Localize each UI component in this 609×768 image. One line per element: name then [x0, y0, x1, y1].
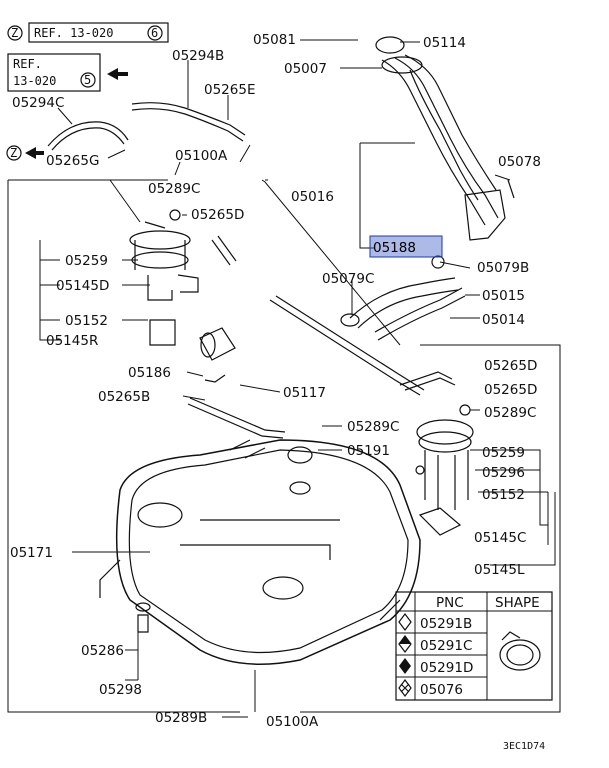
diagram-text: 05076 [420, 682, 463, 698]
part-label-l05265B[interactable]: 05265B [98, 389, 150, 405]
part-label-l05117[interactable]: 05117 [283, 385, 326, 401]
part-label-l05265G[interactable]: 05265G [46, 153, 99, 169]
fuel-pump-right[interactable] [415, 404, 474, 536]
diagram-text: REF. 13-020 [34, 26, 113, 40]
diagram-text: 5 [84, 73, 91, 87]
ref-top-box[interactable]: Z REF. 13-020 6 [7, 22, 169, 43]
fuel-tank[interactable] [99, 439, 421, 665]
part-label-l05145L[interactable]: 05145L [474, 562, 525, 578]
part-label-l05171[interactable]: 05171 [10, 545, 53, 561]
part-label-l05298[interactable]: 05298 [99, 682, 142, 698]
part-label-l05265E[interactable]: 05265E [204, 82, 255, 98]
part-label-l05289C_c[interactable]: 05289C [347, 419, 399, 435]
part-label-l05114[interactable]: 05114 [423, 35, 466, 51]
arrow-left-icon [107, 68, 128, 80]
part-label-l05294B[interactable]: 05294B [172, 48, 224, 64]
part-label-l05191[interactable]: 05191 [347, 443, 390, 459]
part-label-l05152_a[interactable]: 05152 [65, 313, 108, 329]
diagram-text: Z [10, 146, 17, 160]
part-label-l05079C[interactable]: 05079C [322, 271, 374, 287]
part-label-l05145R[interactable]: 05145R [46, 333, 98, 349]
part-label-l05265D_b[interactable]: 05265D [484, 358, 537, 374]
part-label-l05015[interactable]: 05015 [482, 288, 525, 304]
fuel-filter[interactable] [199, 327, 236, 383]
part-label-l05188[interactable]: 05188 [373, 240, 416, 256]
part-label-l05294C[interactable]: 05294C [12, 95, 64, 111]
cross-diamond-icon [398, 679, 412, 697]
solid-diamond-icon [399, 658, 411, 674]
part-label-l05145D[interactable]: 05145D [56, 278, 109, 294]
part-label-l05259_a[interactable]: 05259 [65, 253, 108, 269]
diagram-text: REF. [13, 57, 42, 71]
part-label-l05007[interactable]: 05007 [284, 61, 327, 77]
part-label-l05286[interactable]: 05286 [81, 643, 124, 659]
part-label-l05078[interactable]: 05078 [498, 154, 541, 170]
part-label-l05289C_b[interactable]: 05289C [484, 405, 536, 421]
part-label-l05079B[interactable]: 05079B [477, 260, 529, 276]
part-label-l05265D_c[interactable]: 05265D [484, 382, 537, 398]
legend-table: PNC SHAPE 05291B 05291C 05291D 05076 [395, 591, 553, 701]
part-label-l05081[interactable]: 05081 [253, 32, 296, 48]
part-label-l05259_b[interactable]: 05259 [482, 445, 525, 461]
arrow-left-icon [25, 147, 44, 159]
part-label-l05016[interactable]: 05016 [291, 189, 334, 205]
clamp-shape-icon [499, 631, 541, 671]
diagram-text: SHAPE [495, 595, 540, 611]
part-label-l05186[interactable]: 05186 [128, 365, 171, 381]
diagram-text: PNC [436, 595, 464, 611]
hollow-diamond-icon [398, 613, 412, 631]
part-label-l05100A_top[interactable]: 05100A [175, 148, 228, 164]
part-label-code[interactable]: 3EC1D74 [503, 741, 545, 752]
diagram-text: 13-020 [13, 74, 56, 88]
part-label-l05265D_a[interactable]: 05265D [191, 207, 244, 223]
part-label-l05296[interactable]: 05296 [482, 465, 525, 481]
part-label-l05145C[interactable]: 05145C [474, 530, 526, 546]
diagram-text: 05291D [420, 660, 473, 676]
half-diamond-icon [399, 636, 411, 644]
highlight-05188[interactable] [369, 235, 443, 258]
diagram-text: 6 [151, 26, 158, 40]
part-label-l05152_b[interactable]: 05152 [482, 487, 525, 503]
part-label-l05100A_bot[interactable]: 05100A [266, 714, 319, 730]
diagram-text: Z [11, 26, 18, 40]
fuel-pump-left[interactable] [129, 209, 199, 346]
part-label-l05014[interactable]: 05014 [482, 312, 525, 328]
part-label-l05289C_a[interactable]: 05289C [148, 181, 200, 197]
ref-left-box[interactable]: REF. 13-020 5 [7, 53, 101, 92]
diagram-text: 05291C [420, 638, 472, 654]
diagram-text: 05291B [420, 616, 472, 632]
part-label-l05289B[interactable]: 05289B [155, 710, 207, 726]
